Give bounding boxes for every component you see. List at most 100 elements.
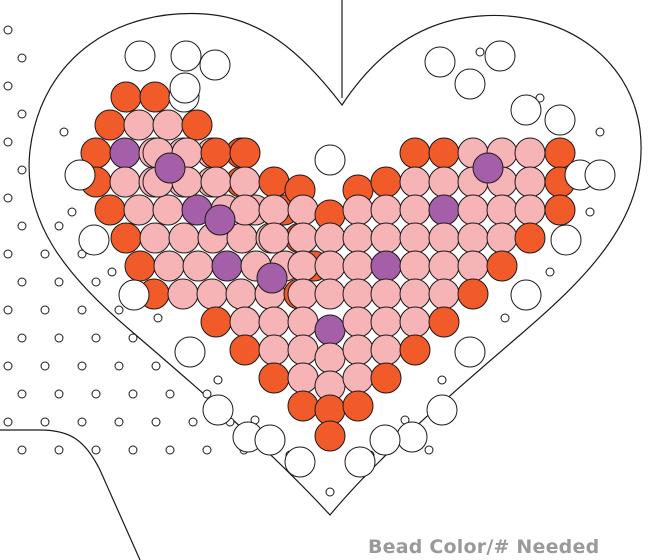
pink-bead (371, 279, 401, 309)
small-peg (4, 194, 12, 202)
small-peg (68, 208, 76, 216)
pink-bead (343, 251, 373, 281)
small-peg (18, 334, 26, 342)
small-peg (92, 334, 100, 342)
pink-bead (429, 223, 459, 253)
pink-bead (343, 195, 373, 225)
small-peg (92, 446, 100, 454)
orange-bead (400, 335, 430, 365)
small-peg (4, 418, 12, 426)
orange-bead (140, 82, 170, 112)
small-peg (18, 446, 26, 454)
orange-bead (315, 421, 345, 451)
orange-bead (288, 391, 318, 421)
orange-bead (515, 223, 545, 253)
purple-bead (473, 153, 503, 183)
small-peg (18, 166, 26, 174)
pink-bead (400, 251, 430, 281)
small-peg (78, 362, 86, 370)
purple-bead (315, 315, 345, 345)
small-peg (60, 128, 68, 136)
pink-bead (371, 223, 401, 253)
small-peg (596, 128, 604, 136)
orange-bead (259, 167, 289, 197)
small-peg (41, 306, 49, 314)
empty-bead (119, 280, 149, 310)
pink-bead (230, 307, 260, 337)
empty-bead (65, 160, 95, 190)
pink-bead (153, 195, 183, 225)
purple-bead (371, 251, 401, 281)
small-peg (4, 362, 12, 370)
empty-bead (511, 95, 541, 125)
orange-bead (111, 223, 141, 253)
small-peg (203, 446, 211, 454)
orange-bead (95, 110, 125, 140)
small-peg (4, 26, 12, 34)
small-peg (129, 390, 137, 398)
pink-bead (429, 251, 459, 281)
pink-bead (515, 138, 545, 168)
legend-title: Bead Color/# Needed (368, 536, 599, 558)
empty-bead (370, 425, 400, 455)
pink-bead (124, 195, 154, 225)
orange-bead (95, 195, 125, 225)
pink-bead (343, 363, 373, 393)
small-peg (326, 488, 334, 496)
small-peg (18, 110, 26, 118)
pink-bead (201, 167, 231, 197)
pink-bead (315, 251, 345, 281)
pink-bead (110, 167, 140, 197)
small-peg (4, 82, 12, 90)
small-peg (115, 418, 123, 426)
small-peg (546, 268, 554, 276)
orange-bead (343, 391, 373, 421)
small-peg (55, 222, 63, 230)
empty-bead (397, 422, 427, 452)
purple-bead (429, 195, 459, 225)
empty-bead (455, 69, 485, 99)
purple-bead (205, 205, 235, 235)
orange-bead (371, 167, 401, 197)
pink-bead (343, 335, 373, 365)
empty-bead (125, 41, 155, 71)
orange-bead (458, 279, 488, 309)
orange-bead (182, 110, 212, 140)
pink-bead (259, 223, 289, 253)
empty-bead (485, 41, 515, 71)
pink-bead (458, 195, 488, 225)
empty-bead (175, 337, 205, 367)
pink-bead (343, 307, 373, 337)
small-peg (501, 314, 509, 322)
pink-bead (197, 279, 227, 309)
small-peg (115, 306, 123, 314)
pink-bead (515, 195, 545, 225)
pink-bead (153, 110, 183, 140)
orange-bead (201, 138, 231, 168)
small-peg (425, 446, 433, 454)
pink-bead (288, 335, 318, 365)
small-peg (108, 268, 116, 276)
small-peg (129, 446, 137, 454)
pink-bead (458, 223, 488, 253)
pink-bead (230, 167, 260, 197)
small-peg (214, 376, 222, 384)
small-peg (152, 362, 160, 370)
pink-bead (400, 307, 430, 337)
small-peg (203, 390, 211, 398)
empty-bead (170, 73, 200, 103)
pink-bead (288, 363, 318, 393)
empty-bead (345, 447, 375, 477)
empty-bead (455, 337, 485, 367)
small-peg (55, 278, 63, 286)
empty-bead (511, 280, 541, 310)
orange-bead (545, 195, 575, 225)
small-peg (78, 306, 86, 314)
small-peg (18, 222, 26, 230)
purple-bead (212, 251, 242, 281)
pink-bead (168, 279, 198, 309)
small-peg (41, 250, 49, 258)
orange-bead (429, 307, 459, 337)
orange-bead (201, 307, 231, 337)
